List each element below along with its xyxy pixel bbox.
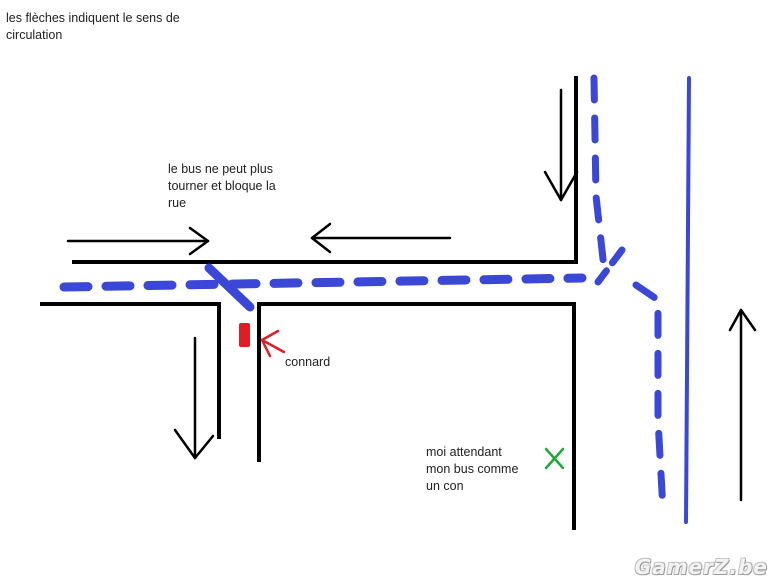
- red-car-mark-icon: [239, 323, 250, 347]
- me-label: moi attendant mon bus comme un con: [426, 445, 519, 493]
- road-edge-bottom-right: [257, 302, 576, 530]
- bus-blocking: [204, 263, 255, 312]
- watermark-logo: GamerZ.be: [634, 555, 768, 579]
- arrow-up-right-icon: [728, 308, 757, 502]
- bus-note-label: le bus ne peut plus tourner et bloque la…: [168, 162, 276, 210]
- green-x-mark-icon: [544, 447, 565, 470]
- car-label: connard: [285, 355, 331, 369]
- bus-routes: [59, 74, 691, 524]
- arrow-right-icon: [66, 226, 210, 256]
- bus-route-vertical: [590, 74, 608, 272]
- bus-route-solid: [684, 76, 691, 524]
- arrow-pointer-car-icon: [260, 329, 286, 358]
- bus-route-down: [632, 281, 667, 514]
- diagram-title: les flèches indiquent le sens de circula…: [6, 11, 180, 42]
- road-outlines: [40, 76, 578, 530]
- road-edge-top: [72, 76, 578, 264]
- arrow-down-top-icon: [543, 88, 579, 202]
- car-group: [239, 323, 286, 358]
- direction-arrows: [66, 88, 757, 502]
- road-edge-bottom-left: [40, 302, 221, 439]
- bus-route-horizontal: [59, 273, 587, 292]
- arrow-left-icon: [310, 222, 452, 254]
- arrow-down-left-icon: [173, 336, 215, 460]
- bus-route-turn: [594, 246, 626, 286]
